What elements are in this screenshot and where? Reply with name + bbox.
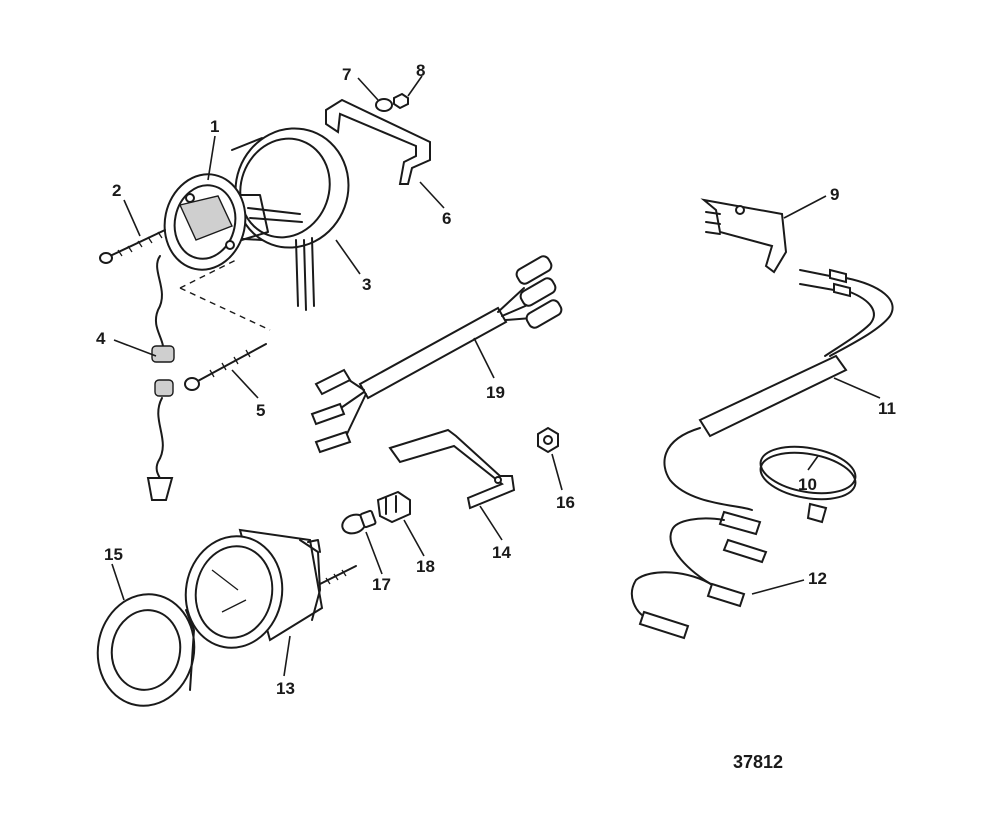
part-6-bracket <box>325 98 431 185</box>
part-18-lamp-socket <box>376 490 411 524</box>
part-13-gauge <box>184 528 357 649</box>
part-19-wiring-harness <box>310 255 563 454</box>
callout-1: 1 <box>210 117 219 136</box>
callout-8: 8 <box>416 61 425 80</box>
part-16-nut <box>537 426 559 454</box>
callout-16: 16 <box>556 493 575 512</box>
callout-6: 6 <box>442 209 451 228</box>
callout-7: 7 <box>342 65 351 84</box>
callout-3: 3 <box>362 275 371 294</box>
part-5-screw <box>184 343 267 391</box>
figure-number: 37812 <box>733 752 783 772</box>
part-11-sender-harness <box>663 268 894 511</box>
part-2-screw <box>99 229 166 264</box>
callout-18: 18 <box>416 557 435 576</box>
callout-labels: 1 2 3 4 5 6 7 8 9 10 11 12 13 14 15 16 1… <box>96 61 896 698</box>
part-7-washer <box>375 98 393 112</box>
part-9-bracket <box>700 198 788 274</box>
part-17-bulb <box>341 509 377 535</box>
part-14-bracket <box>388 428 516 510</box>
callout-12: 12 <box>808 569 827 588</box>
part-15-bezel-ring <box>96 593 196 707</box>
callout-15: 15 <box>104 545 123 564</box>
part-10-strap-clamp <box>759 445 857 524</box>
part-4-lamp-socket <box>146 255 175 501</box>
leader-lines <box>111 75 881 677</box>
part-8-nut <box>393 92 409 110</box>
callout-17: 17 <box>372 575 391 594</box>
part-1-gauge-front <box>163 173 303 271</box>
callout-14: 14 <box>492 543 511 562</box>
callout-11: 11 <box>878 399 896 418</box>
callout-5: 5 <box>256 401 265 420</box>
callout-19: 19 <box>486 383 505 402</box>
callout-4: 4 <box>96 329 106 348</box>
callout-13: 13 <box>276 679 295 698</box>
callout-2: 2 <box>112 181 121 200</box>
part-12-connector <box>630 510 768 640</box>
callout-10: 10 <box>798 475 817 494</box>
callout-9: 9 <box>830 185 839 204</box>
